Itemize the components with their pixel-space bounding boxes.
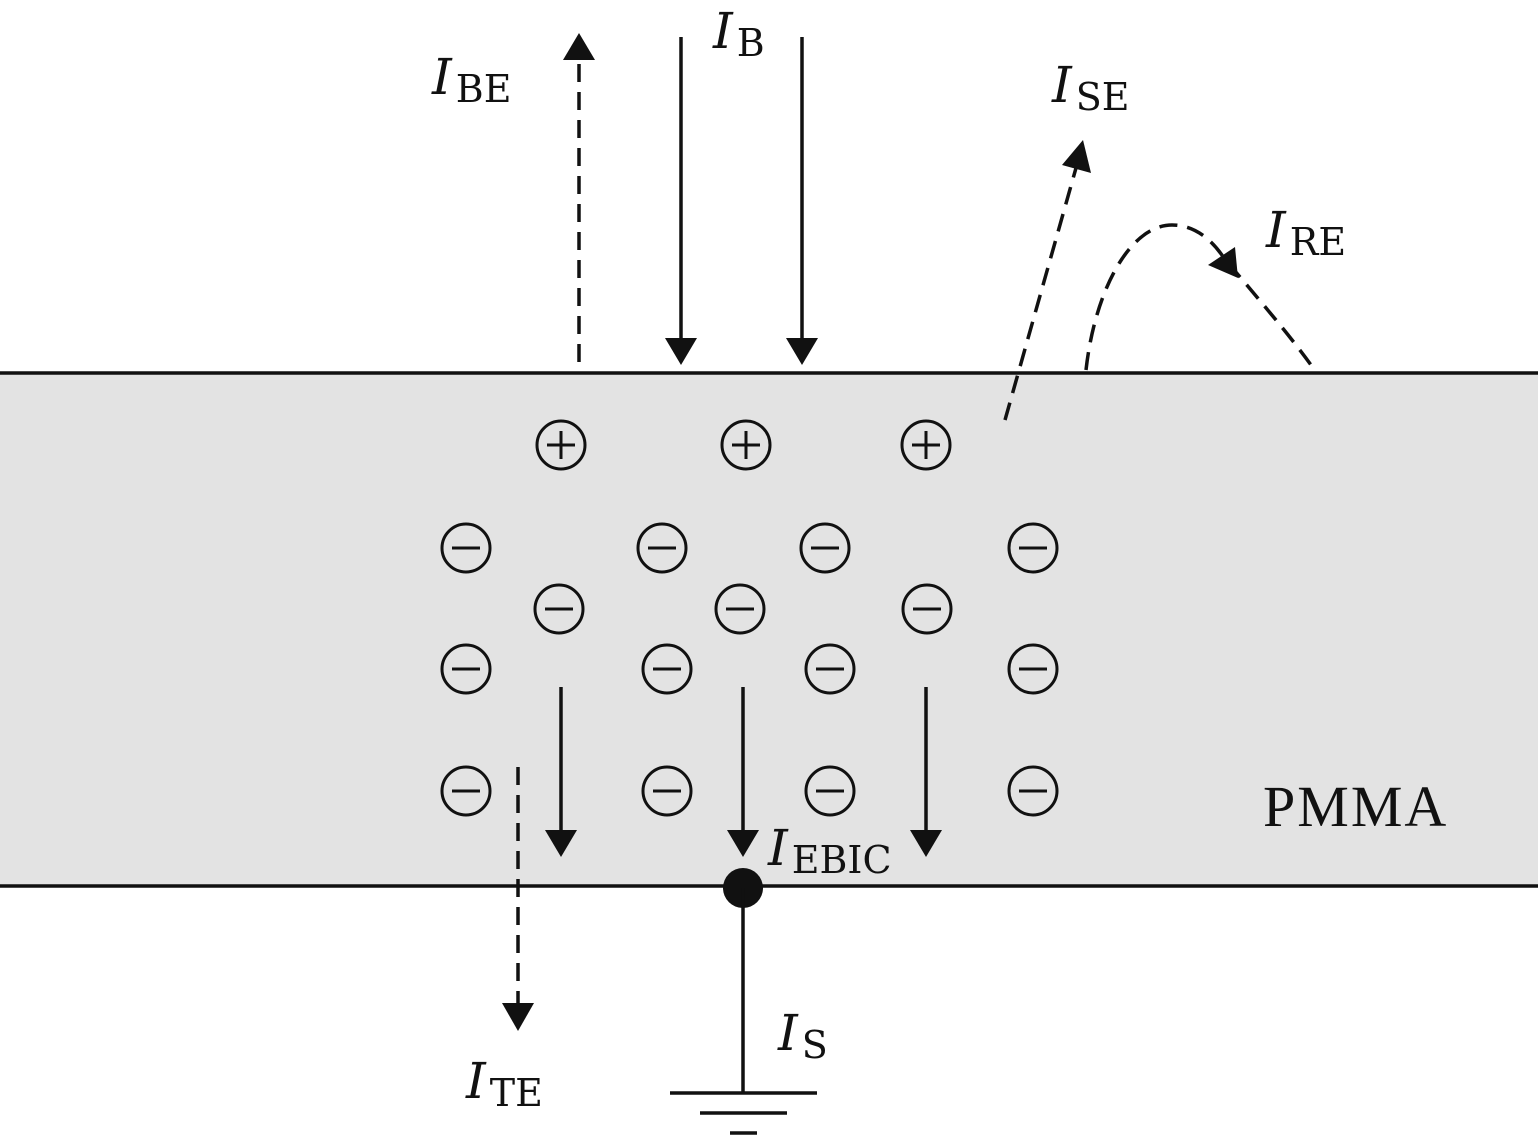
negative-charge: [901, 583, 953, 635]
beam-arrow-left-head: [665, 338, 697, 365]
ground-contact: [670, 868, 817, 1135]
beam-arrows: [665, 37, 818, 365]
negative-charge: [1007, 765, 1059, 817]
positive-charge: [720, 419, 772, 471]
negative-charge: [714, 583, 766, 635]
negative-charge: [641, 765, 693, 817]
pmma-layer: [0, 373, 1538, 886]
transmitted-arrow: [502, 767, 534, 1031]
negative-charge: [1007, 643, 1059, 695]
negative-charge: [641, 643, 693, 695]
backscattered-arrow: [563, 33, 595, 362]
negative-charge: [440, 765, 492, 817]
material-label: PMMA: [1263, 774, 1448, 839]
ebic-drift-arrows: [545, 687, 942, 857]
negative-charge: [440, 643, 492, 695]
positive-charge: [900, 419, 952, 471]
secondary-arrow: [1003, 140, 1091, 421]
negative-charge: [804, 643, 856, 695]
negative-charge: [440, 522, 492, 574]
negative-charge: [799, 522, 851, 574]
negative-charge: [1007, 522, 1059, 574]
beam-arrow-right-head: [786, 338, 818, 365]
negative-charge: [533, 583, 585, 635]
positive-charge: [535, 419, 587, 471]
negative-charge: [804, 765, 856, 817]
reemitted-arrow: [1084, 223, 1318, 374]
charge-carriers: [440, 419, 1059, 817]
negative-charge: [636, 522, 688, 574]
